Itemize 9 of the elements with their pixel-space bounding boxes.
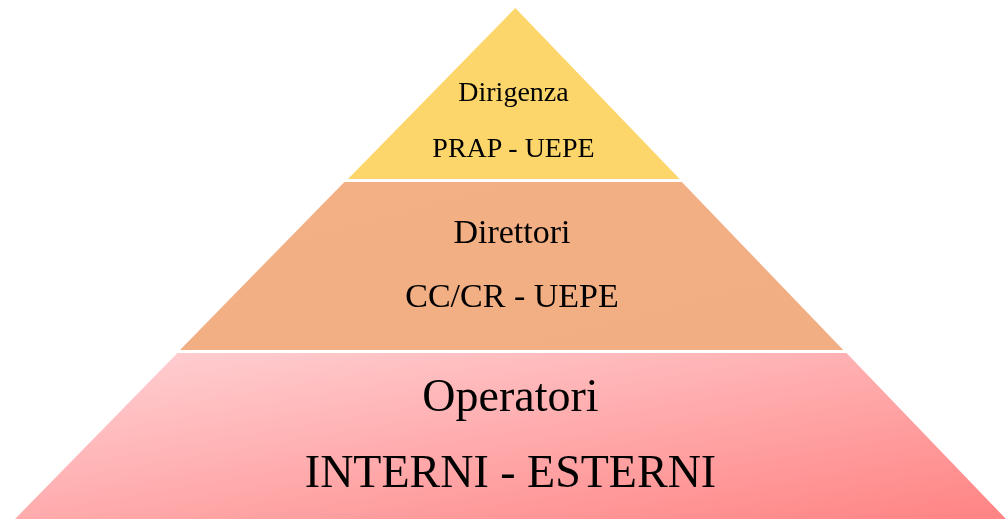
tier-heading: Operatori: [422, 370, 599, 423]
tier-subtitle: CC/CR - UEPE: [405, 276, 619, 316]
tier-heading: Dirigenza: [458, 76, 569, 109]
pyramid-tier: [15, 353, 1006, 519]
pyramid-tier: [180, 182, 844, 350]
tier-heading: Direttori: [453, 212, 571, 252]
pyramid-tier: [347, 8, 680, 179]
tier-subtitle: INTERNI - ESTERNI: [304, 446, 717, 499]
tier-subtitle: PRAP - UEPE: [432, 132, 595, 165]
